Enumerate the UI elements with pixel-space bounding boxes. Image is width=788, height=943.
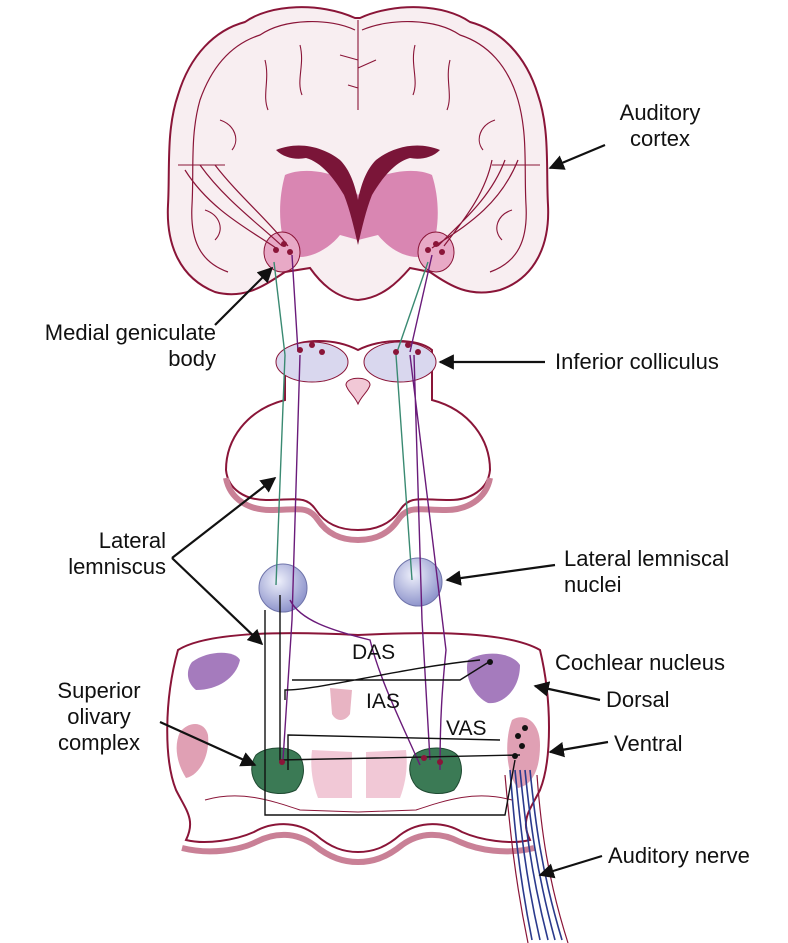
- pathway-purple: [282, 254, 447, 771]
- label-lateral-lemniscal-nuclei-line2: nuclei: [564, 572, 622, 597]
- arrow-lateral-lemniscus-lower: [171, 557, 264, 646]
- label-superior-olivary-line3: complex: [58, 730, 140, 755]
- label-auditory-cortex: Auditory cortex: [600, 100, 720, 152]
- label-superior-olivary-line2: olivary: [67, 704, 131, 729]
- label-auditory-nerve: Auditory nerve: [608, 843, 750, 868]
- label-lateral-lemniscus-line1: Lateral: [98, 528, 166, 553]
- arrow-auditory-nerve: [538, 854, 603, 879]
- label-dorsal: Dorsal: [606, 687, 670, 712]
- cerebrum-outline: [166, 6, 550, 302]
- label-das: DAS: [352, 641, 396, 664]
- lateral-lemniscal-nucleus-left: [258, 563, 308, 613]
- medulla-outline: [166, 632, 550, 854]
- midline-lower-left: [311, 750, 352, 798]
- lateral-ventricles: [276, 145, 440, 245]
- arrow-auditory-cortex: [548, 143, 606, 170]
- label-lateral-lemniscal-nuclei-line1: Lateral lemniscal: [564, 546, 730, 571]
- arrow-lateral-lemniscal-nuclei: [445, 563, 556, 586]
- medulla-shadow: [181, 831, 535, 866]
- arrow-lateral-lemniscus-upper: [171, 477, 277, 559]
- label-cochlear-nucleus: Cochlear nucleus: [555, 650, 725, 675]
- thalamocortical-projections: [184, 159, 519, 249]
- auditory-nerve-fibers: [509, 769, 563, 941]
- medial-geniculate-left: [263, 231, 301, 273]
- midbrain-outline: [224, 340, 492, 532]
- midline-upper: [330, 688, 352, 720]
- label-ias: IAS: [366, 690, 400, 713]
- structure-left-ventral: [176, 724, 209, 778]
- midline-lower-right: [366, 750, 407, 798]
- inferior-colliculus-right: [363, 341, 437, 383]
- label-superior-olivary: Superior olivary complex: [36, 678, 162, 756]
- label-lateral-lemniscus-line2: lemniscus: [68, 554, 166, 579]
- arrow-medial-geniculate: [214, 266, 274, 326]
- lateral-lemniscal-nucleus-right: [393, 557, 443, 607]
- label-lateral-lemniscal-nuclei: Lateral lemniscal nuclei: [564, 546, 729, 598]
- cortex-inner-contour: [191, 20, 527, 273]
- arrow-ventral: [548, 740, 609, 758]
- cortex-sulci: [178, 20, 540, 241]
- label-superior-olivary-line1: Superior: [57, 678, 141, 703]
- medial-geniculate-right: [417, 231, 455, 273]
- pathway-teal: [273, 261, 429, 586]
- label-auditory-cortex-line1: Auditory: [619, 100, 701, 125]
- dorsal-cochlear-nucleus: [466, 653, 520, 704]
- synapse-dots: [273, 241, 445, 765]
- label-inferior-colliculus: Inferior colliculus: [555, 349, 719, 374]
- arrow-superior-olivary: [159, 720, 257, 767]
- label-medial-geniculate-line1: Medial geniculate: [44, 320, 216, 345]
- label-medial-geniculate-line2: body: [168, 346, 216, 371]
- label-auditory-cortex-line2: cortex: [630, 126, 690, 151]
- pons-shadow: [223, 477, 493, 544]
- superior-olive-left: [251, 747, 304, 794]
- label-ventral: Ventral: [614, 731, 683, 756]
- label-vas: VAS: [446, 717, 487, 740]
- cerebral-aqueduct: [345, 377, 371, 406]
- label-lateral-lemniscus: Lateral lemniscus: [50, 528, 166, 580]
- structure-left-dorsal: [187, 652, 240, 690]
- medulla-inner-contour: [204, 795, 513, 813]
- cochlear-synapse-dots: [487, 659, 528, 759]
- arrow-dorsal: [533, 681, 601, 702]
- auditory-nerve-sheath: [504, 774, 569, 943]
- label-medial-geniculate: Medial geniculate body: [0, 320, 216, 372]
- superior-olive-right: [409, 747, 462, 794]
